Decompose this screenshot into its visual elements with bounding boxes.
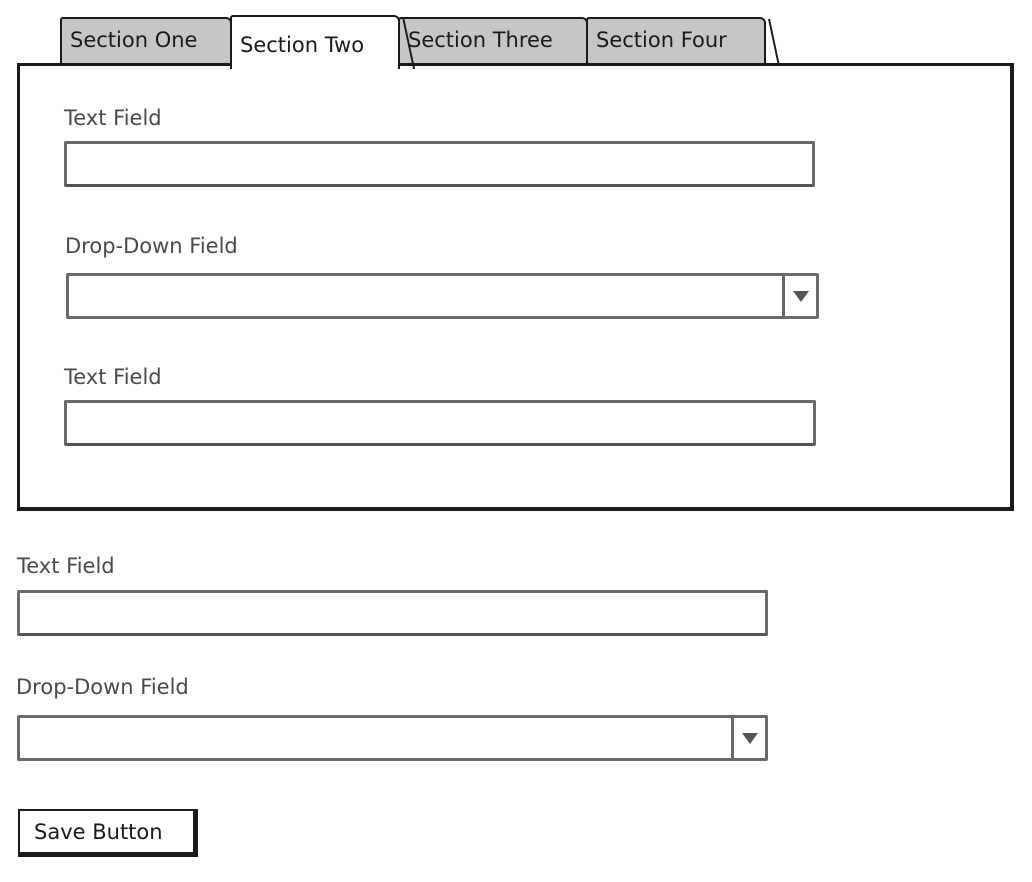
triangle-down-icon[interactable] xyxy=(731,718,765,758)
text-field[interactable] xyxy=(17,590,768,636)
panel-text-field-label-1: Text Field xyxy=(64,106,162,130)
text-field-label: Text Field xyxy=(17,554,115,578)
dropdown-field[interactable] xyxy=(17,715,768,761)
save-button[interactable]: Save Button xyxy=(18,809,198,857)
tab-section-three[interactable]: Section Three xyxy=(398,17,602,63)
tab-section-one[interactable]: Section One xyxy=(60,17,246,63)
tab-section-four[interactable]: Section Four xyxy=(586,17,780,63)
triangle-down-icon[interactable] xyxy=(782,276,816,316)
panel-text-field-2[interactable] xyxy=(64,400,816,446)
tab-edge xyxy=(758,19,780,63)
dropdown-label: Drop-Down Field xyxy=(16,675,189,699)
panel-text-field-label-2: Text Field xyxy=(64,365,162,389)
panel-dropdown-label: Drop-Down Field xyxy=(65,234,238,258)
tab-label: Section Four xyxy=(596,28,727,52)
tab-section-two[interactable]: Section Two xyxy=(230,15,416,69)
panel-text-field-1[interactable] xyxy=(64,141,815,187)
tab-label: Section One xyxy=(70,28,198,52)
tab-label: Section Two xyxy=(240,33,365,57)
tab-content-panel: Text Field Drop-Down Field Text Field xyxy=(17,63,1014,511)
tab-label: Section Three xyxy=(408,28,553,52)
panel-dropdown-field[interactable] xyxy=(66,273,819,319)
